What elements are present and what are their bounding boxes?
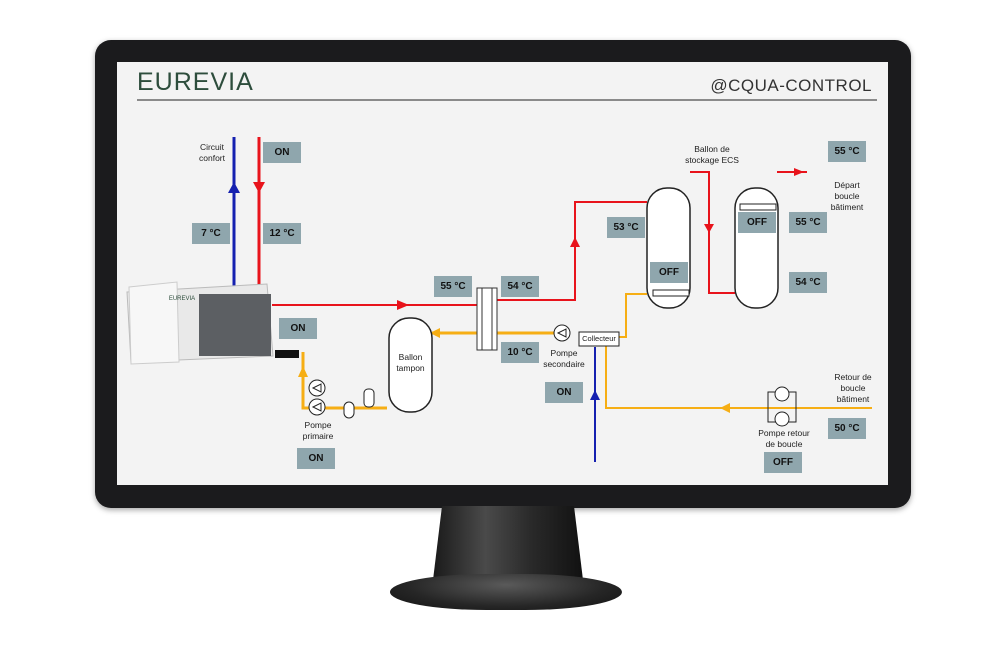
pump-secondary-icon bbox=[553, 324, 571, 342]
pompe-primaire-state-badge[interactable]: ON bbox=[297, 448, 335, 469]
arrow-icon bbox=[430, 328, 440, 338]
depart-boucle-label: Départ boucle bâtiment bbox=[830, 180, 864, 212]
arrow-icon bbox=[228, 182, 240, 193]
arrow-icon bbox=[720, 403, 730, 413]
chiller-logo: EUREVIA bbox=[168, 296, 196, 302]
buffer-tank bbox=[388, 317, 433, 413]
arrow-icon bbox=[590, 390, 600, 400]
exchanger-out-temp-badge: 54 °C bbox=[501, 276, 539, 297]
pump-primary-icon bbox=[308, 379, 326, 416]
tank1-state-badge[interactable]: OFF bbox=[650, 262, 688, 283]
secondary-hot-pipe bbox=[497, 201, 647, 301]
arrow-icon bbox=[570, 237, 580, 247]
pompe-secondaire-state-badge[interactable]: ON bbox=[545, 382, 583, 403]
transfer-pipe bbox=[690, 171, 735, 294]
retour-temp-badge: 50 °C bbox=[828, 418, 866, 439]
collector bbox=[578, 331, 620, 347]
collector-label: Collecteur bbox=[582, 334, 616, 343]
circuit-confort-label: Circuit confort bbox=[199, 142, 225, 163]
expansion-vessel-icon bbox=[343, 388, 375, 419]
pompe-secondaire-label: Pompe secondaire bbox=[543, 348, 585, 369]
circuit-state-badge[interactable]: ON bbox=[263, 142, 301, 163]
tank2-bottom-temp-badge: 54 °C bbox=[789, 272, 827, 293]
heating-element bbox=[652, 289, 690, 297]
tank1-return-pipe bbox=[610, 293, 647, 338]
hydraulic-diagram bbox=[126, 137, 872, 462]
tank2-top-temp-badge: 55 °C bbox=[789, 212, 827, 233]
tank2-state-badge[interactable]: OFF bbox=[738, 212, 776, 233]
brand-logo: EUREVIA bbox=[137, 68, 254, 96]
arrow-icon bbox=[794, 168, 804, 176]
screen: EUREVIA @CQUA-CONTROL bbox=[117, 62, 888, 485]
arrow-icon bbox=[704, 224, 714, 233]
storage-tank-label: Ballon de stockage ECS bbox=[685, 144, 739, 165]
heat-pump-unit bbox=[126, 281, 299, 365]
header-divider bbox=[137, 99, 877, 101]
exchanger-in-temp-badge: 55 °C bbox=[434, 276, 472, 297]
depart-temp-badge: 55 °C bbox=[828, 141, 866, 162]
pompe-retour-label: Pompe retour de boucle bbox=[758, 428, 810, 449]
heat-pump-state-badge[interactable]: ON bbox=[279, 318, 317, 339]
arrow-icon bbox=[298, 366, 308, 377]
secondary-return-temp-badge: 10 °C bbox=[501, 342, 539, 363]
buffer-tank-label: Ballon tampon bbox=[396, 352, 425, 373]
monitor-stand-neck bbox=[433, 506, 583, 580]
heat-exchanger bbox=[476, 287, 498, 351]
cold-temp-badge: 7 °C bbox=[192, 223, 230, 244]
arrow-icon bbox=[397, 300, 409, 310]
app-title: @CQUA-CONTROL bbox=[710, 76, 872, 95]
tank1-temp-badge: 53 °C bbox=[607, 217, 645, 238]
loop-return-pipe bbox=[605, 344, 872, 409]
hot-temp-badge: 12 °C bbox=[263, 223, 301, 244]
pompe-retour-state-badge[interactable]: OFF bbox=[764, 452, 802, 473]
heating-element bbox=[739, 203, 777, 211]
arrow-icon bbox=[253, 182, 265, 193]
pump-return-icon bbox=[767, 386, 797, 427]
pompe-primaire-label: Pompe primaire bbox=[302, 420, 334, 441]
retour-boucle-label: Retour de boucle bâtiment bbox=[834, 372, 872, 404]
monitor-stand-base bbox=[390, 574, 622, 610]
